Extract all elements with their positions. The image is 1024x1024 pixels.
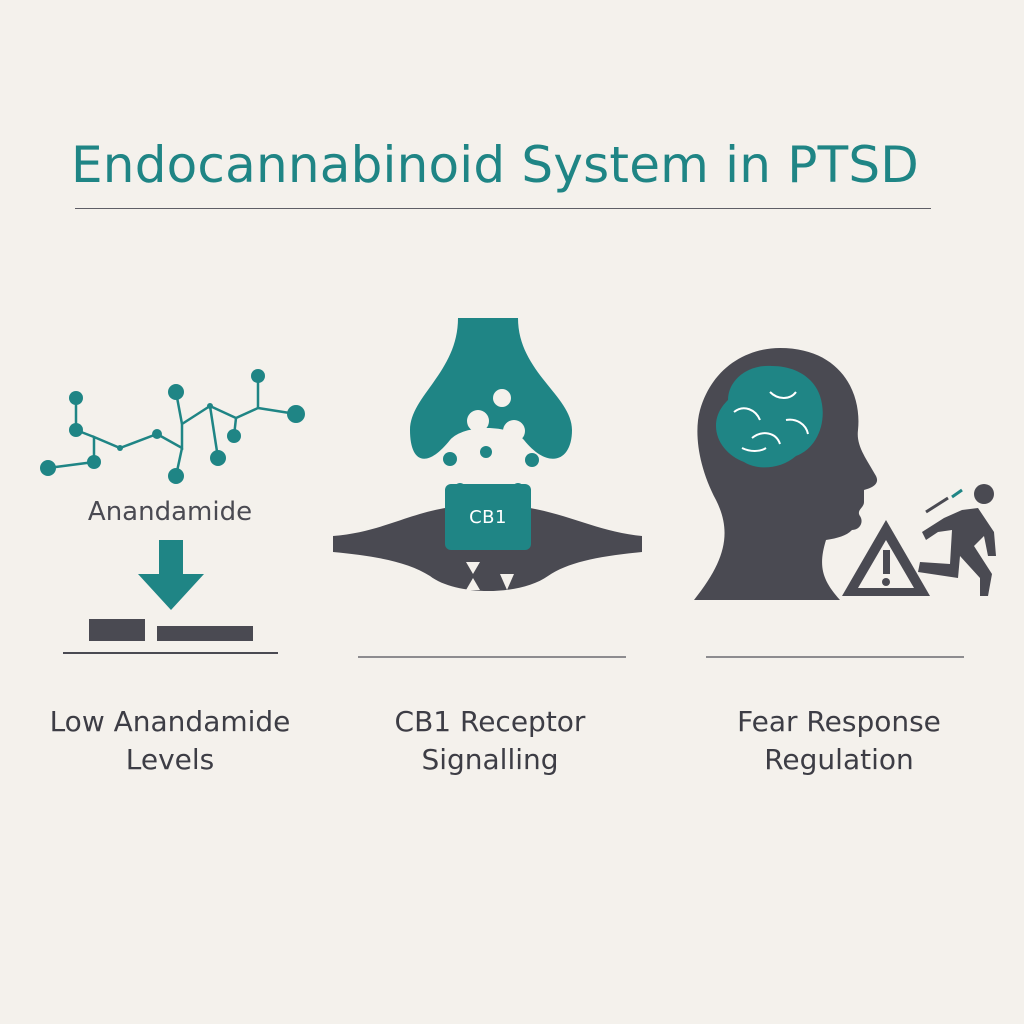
cb1-receptor-label: CB1 xyxy=(469,507,507,528)
running-person-icon xyxy=(918,484,996,596)
caption-anandamide: Low Anandamide Levels xyxy=(20,703,320,779)
synapse-icon xyxy=(333,318,642,658)
title-divider xyxy=(75,208,931,209)
head-profile-icon xyxy=(694,348,878,600)
caption-line: Low Anandamide xyxy=(49,705,291,738)
anandamide-label: Anandamide xyxy=(87,497,253,527)
diagram-title: Endocannabinoid System in PTSD xyxy=(71,136,919,194)
caption-fear: Fear Response Regulation xyxy=(689,703,989,779)
caption-line: Signalling xyxy=(421,743,559,776)
warning-icon xyxy=(842,520,930,596)
low-level-bars xyxy=(63,619,278,654)
caption-line: Regulation xyxy=(764,743,914,776)
caption-cb1: CB1 Receptor Signalling xyxy=(340,703,640,779)
caption-line: Fear Response xyxy=(737,705,941,738)
caption-line: CB1 Receptor xyxy=(394,705,586,738)
molecule-atoms xyxy=(40,369,305,484)
caption-line: Levels xyxy=(125,743,215,776)
down-arrow-icon xyxy=(138,540,204,610)
